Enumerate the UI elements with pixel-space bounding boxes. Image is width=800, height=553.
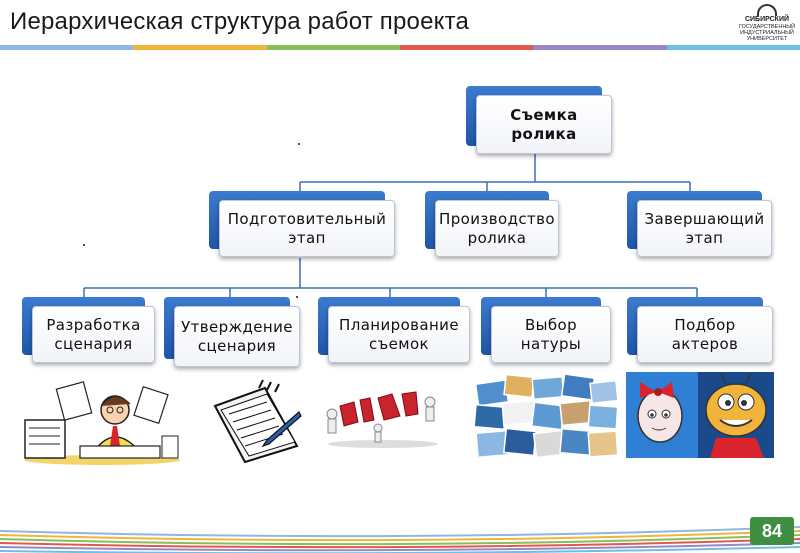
play-figures-illustration: [326, 391, 438, 448]
node-level2-script: Разработка сценария: [22, 297, 155, 363]
title-underline: [0, 45, 800, 50]
footer-decoration: [0, 526, 800, 553]
node-level2-planning: Планирование съемок: [318, 297, 470, 363]
node-level2-approval: Утверждение сценария: [164, 297, 300, 367]
stray-dot: [83, 244, 85, 246]
node-level1-final: Завершающий этап: [627, 191, 772, 257]
stray-dot: [298, 143, 300, 145]
slide-title: Иерархическая структура работ проекта: [10, 8, 470, 35]
university-logo: СИБИРСКИЙ ГОСУДАРСТВЕННЫЙ ИНДУСТРИАЛЬНЫЙ…: [739, 4, 795, 54]
node-level2-location: Выбор натуры: [481, 297, 611, 363]
node-level1-prep: Подготовительный этап: [209, 191, 395, 257]
page-number-badge: 84: [750, 517, 794, 545]
document-pen-illustration: [213, 379, 302, 464]
node-root: Съемка ролика: [466, 86, 612, 154]
node-level2-casting: Подбор актеров: [627, 297, 773, 363]
node-level1-production: Производство ролика: [425, 191, 559, 257]
landscape-collage-illustration: [473, 374, 619, 459]
logo-arch-icon: [757, 4, 777, 16]
cartoon-characters-illustration: [626, 372, 774, 458]
stray-dot: [296, 296, 298, 298]
busy-writer-illustration: [24, 381, 180, 465]
